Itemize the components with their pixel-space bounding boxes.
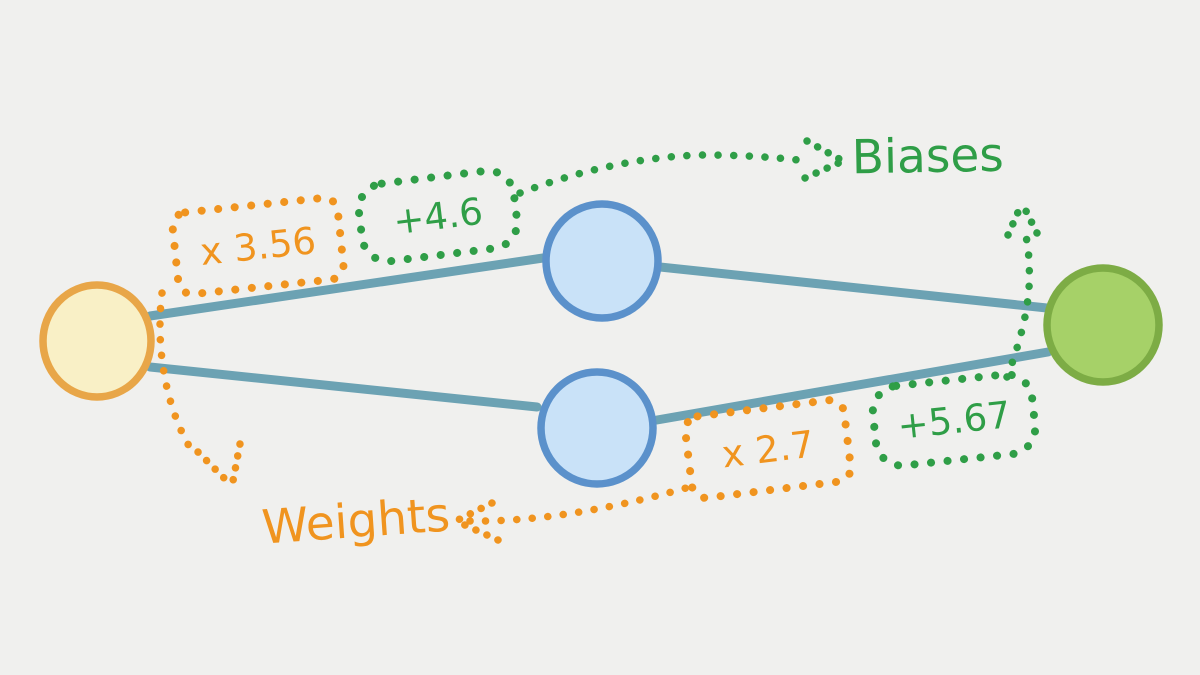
bias-value-2: +5.67 <box>895 393 1012 448</box>
weights-label: Weights <box>260 488 452 556</box>
edge-input-to-hidden-bottom <box>145 362 542 412</box>
output-node <box>1043 264 1163 386</box>
weights-trail-right-arrow <box>452 499 502 544</box>
bias-value-1: +4.6 <box>391 190 485 244</box>
biases-trail-left-arrow <box>801 137 847 182</box>
bias-box-1 <box>354 166 522 266</box>
weights-trail-left <box>156 289 193 450</box>
hidden-node-top <box>542 200 662 322</box>
weight-box-1 <box>168 193 348 299</box>
biases-trail-right-arrow <box>1004 199 1041 239</box>
bias-box-2 <box>868 370 1040 470</box>
hidden-node-bottom <box>537 368 657 488</box>
biases-label: Biases <box>851 128 1004 186</box>
weights-trail-right <box>466 484 690 525</box>
biases-trail-right <box>1003 228 1034 381</box>
weight-value-2: x 2.7 <box>720 423 817 477</box>
weight-box-2 <box>681 396 855 502</box>
input-node <box>39 281 155 401</box>
weight-value-1: x 3.56 <box>198 219 318 274</box>
edge-input-to-hidden-top <box>145 253 548 321</box>
edge-hidden-bottom-to-output <box>652 347 1053 425</box>
weights-trail-left-arrow <box>194 440 244 490</box>
edge-hidden-top-to-output <box>655 262 1052 313</box>
biases-trail-left <box>516 151 802 197</box>
